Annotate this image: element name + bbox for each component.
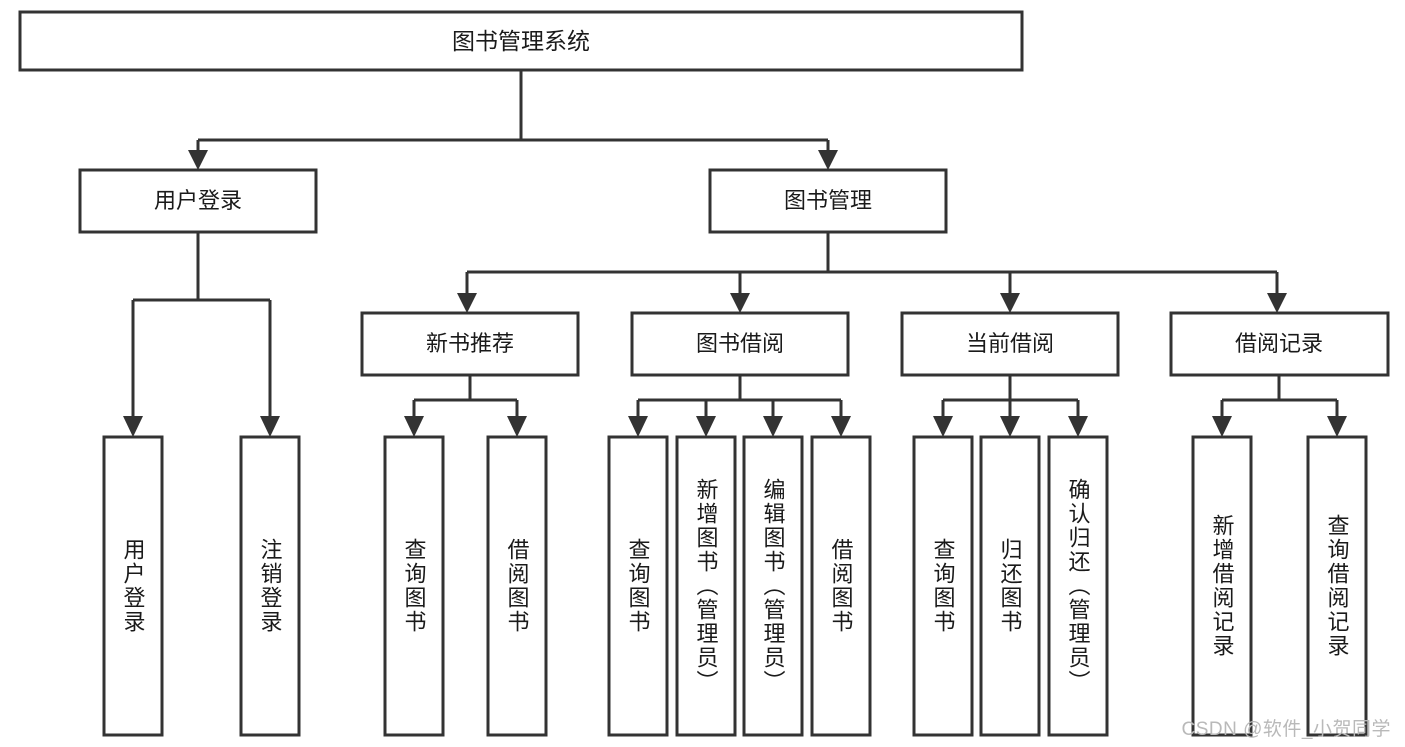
- node-borrow-record-rect[interactable]: [1169, 311, 1390, 377]
- leaf-rect-borrow-record-2[interactable]: [1306, 435, 1368, 737]
- node-user-login[interactable]: 用户登录: [78, 168, 318, 234]
- node-book-manage[interactable]: 图书管理: [708, 168, 948, 234]
- arrow-head-book-borrow-leaf-1: [628, 416, 648, 437]
- leaf-rect-book-borrow-2[interactable]: [675, 435, 737, 737]
- arrow-head-borrow-record-leaf-1: [1212, 416, 1232, 437]
- arrow-head-level2-1: [457, 293, 477, 313]
- connector-group-book-borrow: [628, 375, 851, 437]
- leaf-rect-book-borrow-1[interactable]: [607, 435, 669, 737]
- node-new-book-recommend-label: 新书推荐: [426, 331, 514, 356]
- arrow-head-level2-2: [730, 293, 750, 313]
- node-new-book-recommend-rect[interactable]: [360, 311, 580, 377]
- node-current-borrow[interactable]: 当前借阅: [900, 311, 1120, 377]
- leaf-rect-new-book-2[interactable]: [486, 435, 548, 737]
- node-user-login-label: 用户登录: [154, 188, 242, 213]
- arrow-head-book-borrow-leaf-2: [696, 416, 716, 437]
- node-book-borrow-rect[interactable]: [630, 311, 850, 377]
- node-borrow-record-label: 借阅记录: [1235, 331, 1323, 356]
- arrow-head-book-borrow-leaf-3: [763, 416, 783, 437]
- node-user-login-rect[interactable]: [78, 168, 318, 234]
- arrow-head-level2-4: [1267, 293, 1287, 313]
- connector-group-new-book: [404, 375, 527, 437]
- leaf-rect-new-book-1[interactable]: [383, 435, 445, 737]
- leaf-rect-book-borrow-3[interactable]: [742, 435, 804, 737]
- connector-group-root: [188, 70, 838, 170]
- connector-group-current-borrow: [933, 375, 1088, 437]
- node-borrow-record[interactable]: 借阅记录: [1169, 311, 1390, 377]
- node-book-borrow-label: 图书借阅: [696, 331, 784, 356]
- arrow-head-new-book-leaf-2: [507, 416, 527, 437]
- node-root-rect[interactable]: [18, 10, 1024, 72]
- node-root-label: 图书管理系统: [452, 28, 590, 54]
- arrow-head-new-book-leaf-1: [404, 416, 424, 437]
- leaf-rect-user-login-2[interactable]: [239, 435, 301, 737]
- arrow-head-current-borrow-leaf-2: [1000, 416, 1020, 437]
- leaf-rect-user-login-1[interactable]: [102, 435, 164, 737]
- node-book-borrow[interactable]: 图书借阅: [630, 311, 850, 377]
- arrow-head-current-borrow-leaf-1: [933, 416, 953, 437]
- arrow-head-borrow-record-leaf-2: [1327, 416, 1347, 437]
- node-root[interactable]: 图书管理系统: [18, 10, 1024, 72]
- arrow-head-level1-1: [188, 150, 208, 170]
- connector-group-book-manage: [457, 232, 1287, 313]
- leaf-rect-current-borrow-1[interactable]: [912, 435, 974, 737]
- arrow-head-current-borrow-leaf-3: [1068, 416, 1088, 437]
- node-book-manage-label: 图书管理: [784, 188, 872, 213]
- csdn-watermark: CSDN @软件_小贺同学: [1181, 719, 1391, 740]
- node-current-borrow-label: 当前借阅: [966, 331, 1054, 356]
- node-new-book-recommend[interactable]: 新书推荐: [360, 311, 580, 377]
- arrow-head-user-login-leaf-2: [260, 416, 280, 437]
- arrow-head-book-borrow-leaf-4: [831, 416, 851, 437]
- arrow-head-level1-2: [818, 150, 838, 170]
- leaf-rect-current-borrow-3[interactable]: [1047, 435, 1109, 737]
- leaf-rect-current-borrow-2[interactable]: [979, 435, 1041, 737]
- arrow-head-level2-3: [1000, 293, 1020, 313]
- connector-group-borrow-record: [1212, 375, 1347, 437]
- node-book-manage-rect[interactable]: [708, 168, 948, 234]
- arrow-head-user-login-leaf-1: [123, 416, 143, 437]
- node-current-borrow-rect[interactable]: [900, 311, 1120, 377]
- connector-group-user-login: [123, 232, 280, 437]
- leaf-rect-book-borrow-4[interactable]: [810, 435, 872, 737]
- leaf-rect-borrow-record-1[interactable]: [1191, 435, 1253, 737]
